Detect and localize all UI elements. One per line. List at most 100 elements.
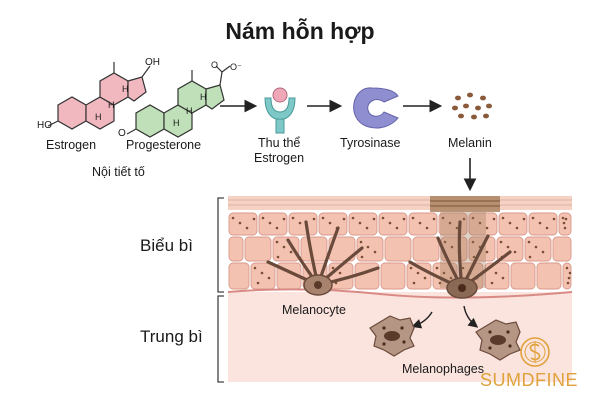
melanin-speck: [448, 221, 452, 225]
melanin-speck: [564, 217, 568, 221]
epidermis-cells: [228, 212, 572, 290]
estrogen-h-label-1: H: [108, 100, 115, 110]
epidermis-label: Biểu bì: [140, 236, 193, 255]
melanin-speck: [365, 226, 369, 230]
melanin-speck: [351, 216, 355, 220]
melanin-speck: [534, 245, 538, 249]
melanin-speck: [490, 281, 494, 285]
melanin-speck: [501, 216, 505, 220]
melanin-speck: [566, 281, 570, 285]
epidermis-cell: [244, 236, 272, 262]
arrow-to-melanophage-1: [411, 311, 433, 329]
melanin-speck: [435, 266, 439, 270]
epidermis-cell: [356, 236, 384, 262]
melanin-speck: [268, 221, 272, 225]
melanin-speck: [373, 250, 377, 254]
dermis-bracket: [217, 295, 224, 383]
melanophage-cell-2: [475, 319, 521, 361]
epidermis-cell: [378, 212, 408, 236]
estrogen-h-label-2: H: [95, 112, 102, 122]
epidermis-cell: [524, 236, 552, 262]
carboxyl-o-label: O: [211, 60, 219, 70]
melanocyte-cell: [266, 220, 380, 296]
melanin-speck: [568, 271, 572, 275]
epidermis-cell: [510, 262, 536, 290]
estrogen-oh-label: OH: [145, 57, 160, 68]
melanin-speck: [381, 216, 385, 220]
melanin-speck: [359, 240, 363, 244]
progesterone-molecule: [126, 65, 231, 138]
melanin-speck: [563, 226, 567, 230]
melanin-speck: [331, 266, 335, 270]
epidermis-cell: [408, 212, 438, 236]
epidermis-cell: [228, 212, 258, 236]
melanin-speck: [423, 276, 427, 280]
melanin-speck: [449, 276, 453, 280]
carboxyl-charge-label: O⁻: [230, 62, 242, 72]
hormones-group-label: Nội tiết tố: [92, 165, 145, 179]
epidermis-cell: [528, 212, 558, 236]
melanin-speck: [342, 217, 346, 221]
melanin-speck: [508, 221, 512, 225]
epidermis-cell: [348, 212, 378, 236]
sumdfine-logo-icon: [520, 337, 550, 367]
melanin-speck: [567, 276, 571, 280]
melanocyte-cell-active: [408, 220, 512, 299]
melanin-speck: [412, 281, 416, 285]
melanin-speck: [231, 216, 235, 220]
tyrosinase-label: Tyrosinase: [340, 136, 401, 150]
melanin-speck: [245, 226, 249, 230]
melanin-speck: [402, 217, 406, 221]
tyrosinase-icon: [353, 87, 399, 129]
melanin-speck: [515, 226, 519, 230]
melanin-speck: [267, 276, 271, 280]
melanin-speck: [561, 216, 565, 220]
estrogen-ho-label: HO: [37, 120, 52, 131]
epidermis-cell: [536, 262, 562, 290]
melanin-speck: [443, 240, 447, 244]
melanin-speck: [527, 240, 531, 244]
melanin-speck: [338, 271, 342, 275]
progesterone-o-label: O: [118, 128, 126, 139]
melanocyte-label: Melanocyte: [282, 303, 346, 317]
epidermis-cell: [380, 262, 406, 290]
melanin-speck: [432, 217, 436, 221]
melanin-speck: [388, 221, 392, 225]
melanin-speck: [552, 217, 556, 221]
epidermis-cell: [558, 212, 572, 236]
melanin-speck: [450, 245, 454, 249]
melanin-speck: [442, 271, 446, 275]
diagram-title: Nám hỗn hợp: [225, 18, 375, 44]
melanin-speck: [513, 250, 517, 254]
melanophage-cell: [369, 315, 415, 357]
epidermis-cell: [412, 236, 440, 262]
melanin-speck: [360, 255, 364, 259]
epidermis-cell: [228, 262, 250, 290]
epidermis-cell: [272, 236, 300, 262]
melanin-speck: [261, 216, 265, 220]
arrow-to-melanophage-2: [463, 305, 479, 328]
melanin-speck: [275, 226, 279, 230]
melanin-speck: [328, 221, 332, 225]
melanin-speck: [298, 221, 302, 225]
melanin-speck: [461, 266, 465, 270]
epidermis-cell: [228, 236, 244, 262]
melanin-speck: [321, 216, 325, 220]
receptor-label-line2: Estrogen: [254, 151, 305, 165]
melanin-speck: [565, 266, 569, 270]
epidermis-bracket: [217, 197, 224, 293]
melanin-speck: [541, 250, 545, 254]
melanin-speck: [455, 226, 459, 230]
melanin-speck: [492, 217, 496, 221]
melanin-speck: [418, 221, 422, 225]
melanin-speck: [291, 216, 295, 220]
melanin-speck: [252, 217, 256, 221]
melanin-speck: [395, 226, 399, 230]
melanin-speck: [425, 226, 429, 230]
melanin-speck: [562, 221, 566, 225]
epidermis-cell: [258, 212, 288, 236]
epidermis-cell: [468, 212, 498, 236]
progesterone-h-label-1: H: [186, 106, 193, 116]
melanin-speck: [485, 226, 489, 230]
